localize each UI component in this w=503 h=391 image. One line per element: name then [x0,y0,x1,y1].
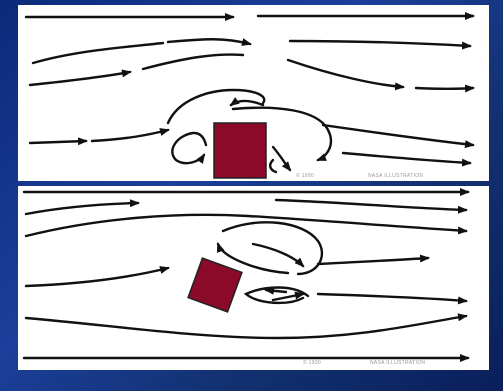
streamline [253,244,303,266]
streamline [231,101,263,105]
streamline [194,133,206,145]
streamline [33,43,163,63]
streamline [168,90,264,123]
streamline [323,125,473,145]
streamline [318,294,466,301]
bottom-flow-diagram: © 1990 NASA ILLUSTRATION [18,186,489,370]
streamline [318,258,428,264]
caption-year: © 1990 [303,360,321,366]
streamline [26,203,138,214]
rotated-square-obstacle [188,258,242,312]
streamline [276,200,466,210]
caption-source: NASA ILLUSTRATION [368,173,423,179]
streamline [92,130,168,141]
caption-year: © 1990 [296,173,314,179]
streamline [26,316,466,338]
streamline [290,41,470,46]
bottom-flow-svg [18,186,489,370]
streamline [30,72,130,85]
streamline [270,160,276,172]
square-obstacle [214,123,266,178]
streamline [343,153,470,163]
streamline [273,147,290,170]
streamline [416,88,473,89]
top-flow-svg [18,5,489,181]
streamline [288,60,403,87]
streamline [168,39,250,44]
streamline [266,290,286,292]
streamline [143,55,243,69]
caption-source: NASA ILLUSTRATION [370,360,425,366]
streamline [172,133,204,163]
streamline [26,215,466,236]
streamline [26,268,168,286]
streamline [30,141,86,143]
top-flow-diagram: © 1990 NASA ILLUSTRATION [18,5,489,181]
